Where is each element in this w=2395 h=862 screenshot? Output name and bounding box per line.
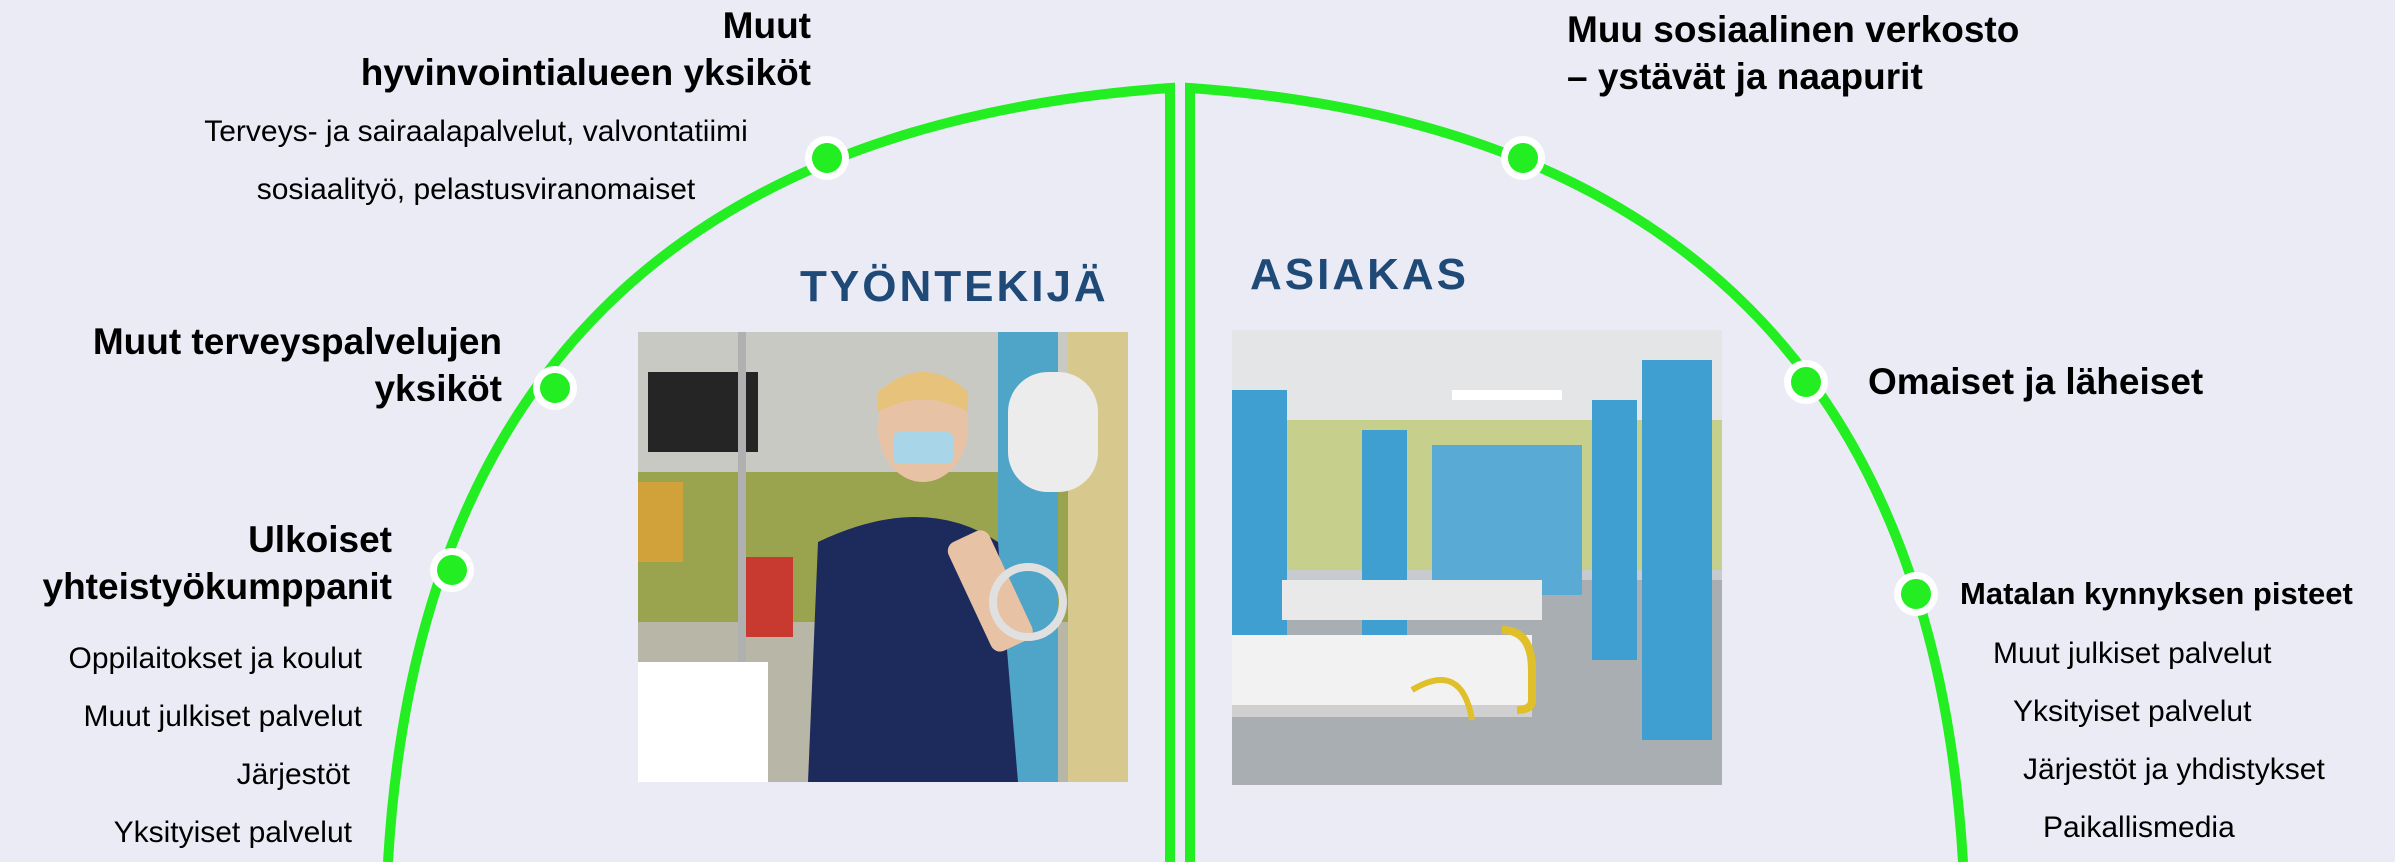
label-omaiset-heading: Omaiset ja läheiset <box>1868 358 2203 405</box>
list-item: Yksityiset palvelut <box>113 816 352 849</box>
label-hyvinvointialue-items: Terveys- ja sairaalapalvelut, valvontati… <box>186 103 766 219</box>
label-hyvinvointialue-heading: Muut hyvinvointialueen yksiköt <box>361 2 811 96</box>
heading-line: – ystävät ja naapurit <box>1567 56 1923 97</box>
list-item: Paikallismedia <box>2043 811 2235 844</box>
label-matalan-kynnyksen-items: Muut julkiset palvelut Yksityiset palvel… <box>1993 625 2325 857</box>
list-item: Järjestöt ja yhdistykset <box>2023 753 2325 786</box>
node-omaiset[interactable] <box>1784 360 1828 404</box>
node-sosiaalinen-verkosto[interactable] <box>1501 136 1545 180</box>
node-hyvinvointialue[interactable] <box>805 136 849 180</box>
list-item: sosiaalityö, pelastusviranomaiset <box>256 173 696 206</box>
nurse-photo <box>638 332 1128 782</box>
heading-line: Ulkoiset <box>248 519 392 560</box>
heading-line: Muut <box>722 5 811 46</box>
heading-line: Omaiset ja läheiset <box>1868 361 2204 402</box>
list-item: Järjestöt <box>236 758 350 791</box>
title-tyontekija: TYÖNTEKIJÄ <box>800 262 1109 311</box>
heading-line: Muu sosiaalinen verkosto <box>1567 9 2020 50</box>
label-sosiaalinen-verkosto-heading: Muu sosiaalinen verkosto – ystävät ja na… <box>1567 6 2019 100</box>
list-item: Yksityiset palvelut <box>2013 695 2252 728</box>
label-ulkoiset-items: Oppilaitokset ja koulut Muut julkiset pa… <box>69 630 363 862</box>
label-terveyspalvelut-heading: Muut terveyspalvelujen yksiköt <box>93 318 502 412</box>
label-matalan-kynnyksen-heading: Matalan kynnyksen pisteet <box>1960 574 2353 614</box>
list-item: Muut julkiset palvelut <box>1993 637 2272 670</box>
list-item: Terveys- ja sairaalapalvelut, valvontati… <box>204 115 748 148</box>
list-item: Oppilaitokset ja koulut <box>68 642 363 675</box>
heading-line: Muut terveyspalvelujen <box>92 321 502 362</box>
label-ulkoiset-heading: Ulkoiset yhteistyökumppanit <box>43 516 393 610</box>
heading-line: yksiköt <box>374 368 502 409</box>
heading-line: yhteistyökumppanit <box>42 566 393 607</box>
node-matalan-kynnyksen[interactable] <box>1894 572 1938 616</box>
hospital-ward-photo <box>1232 330 1722 785</box>
node-terveyspalvelut[interactable] <box>533 366 577 410</box>
heading-line: Matalan kynnyksen pisteet <box>1960 576 2353 611</box>
left-quarter-arc <box>383 82 1175 862</box>
node-ulkoiset[interactable] <box>430 548 474 592</box>
list-item: Muut julkiset palvelut <box>83 700 362 733</box>
right-quarter-arc <box>1185 82 1968 862</box>
heading-line: hyvinvointialueen yksiköt <box>360 52 811 93</box>
title-asiakas: ASIAKAS <box>1250 250 1470 299</box>
